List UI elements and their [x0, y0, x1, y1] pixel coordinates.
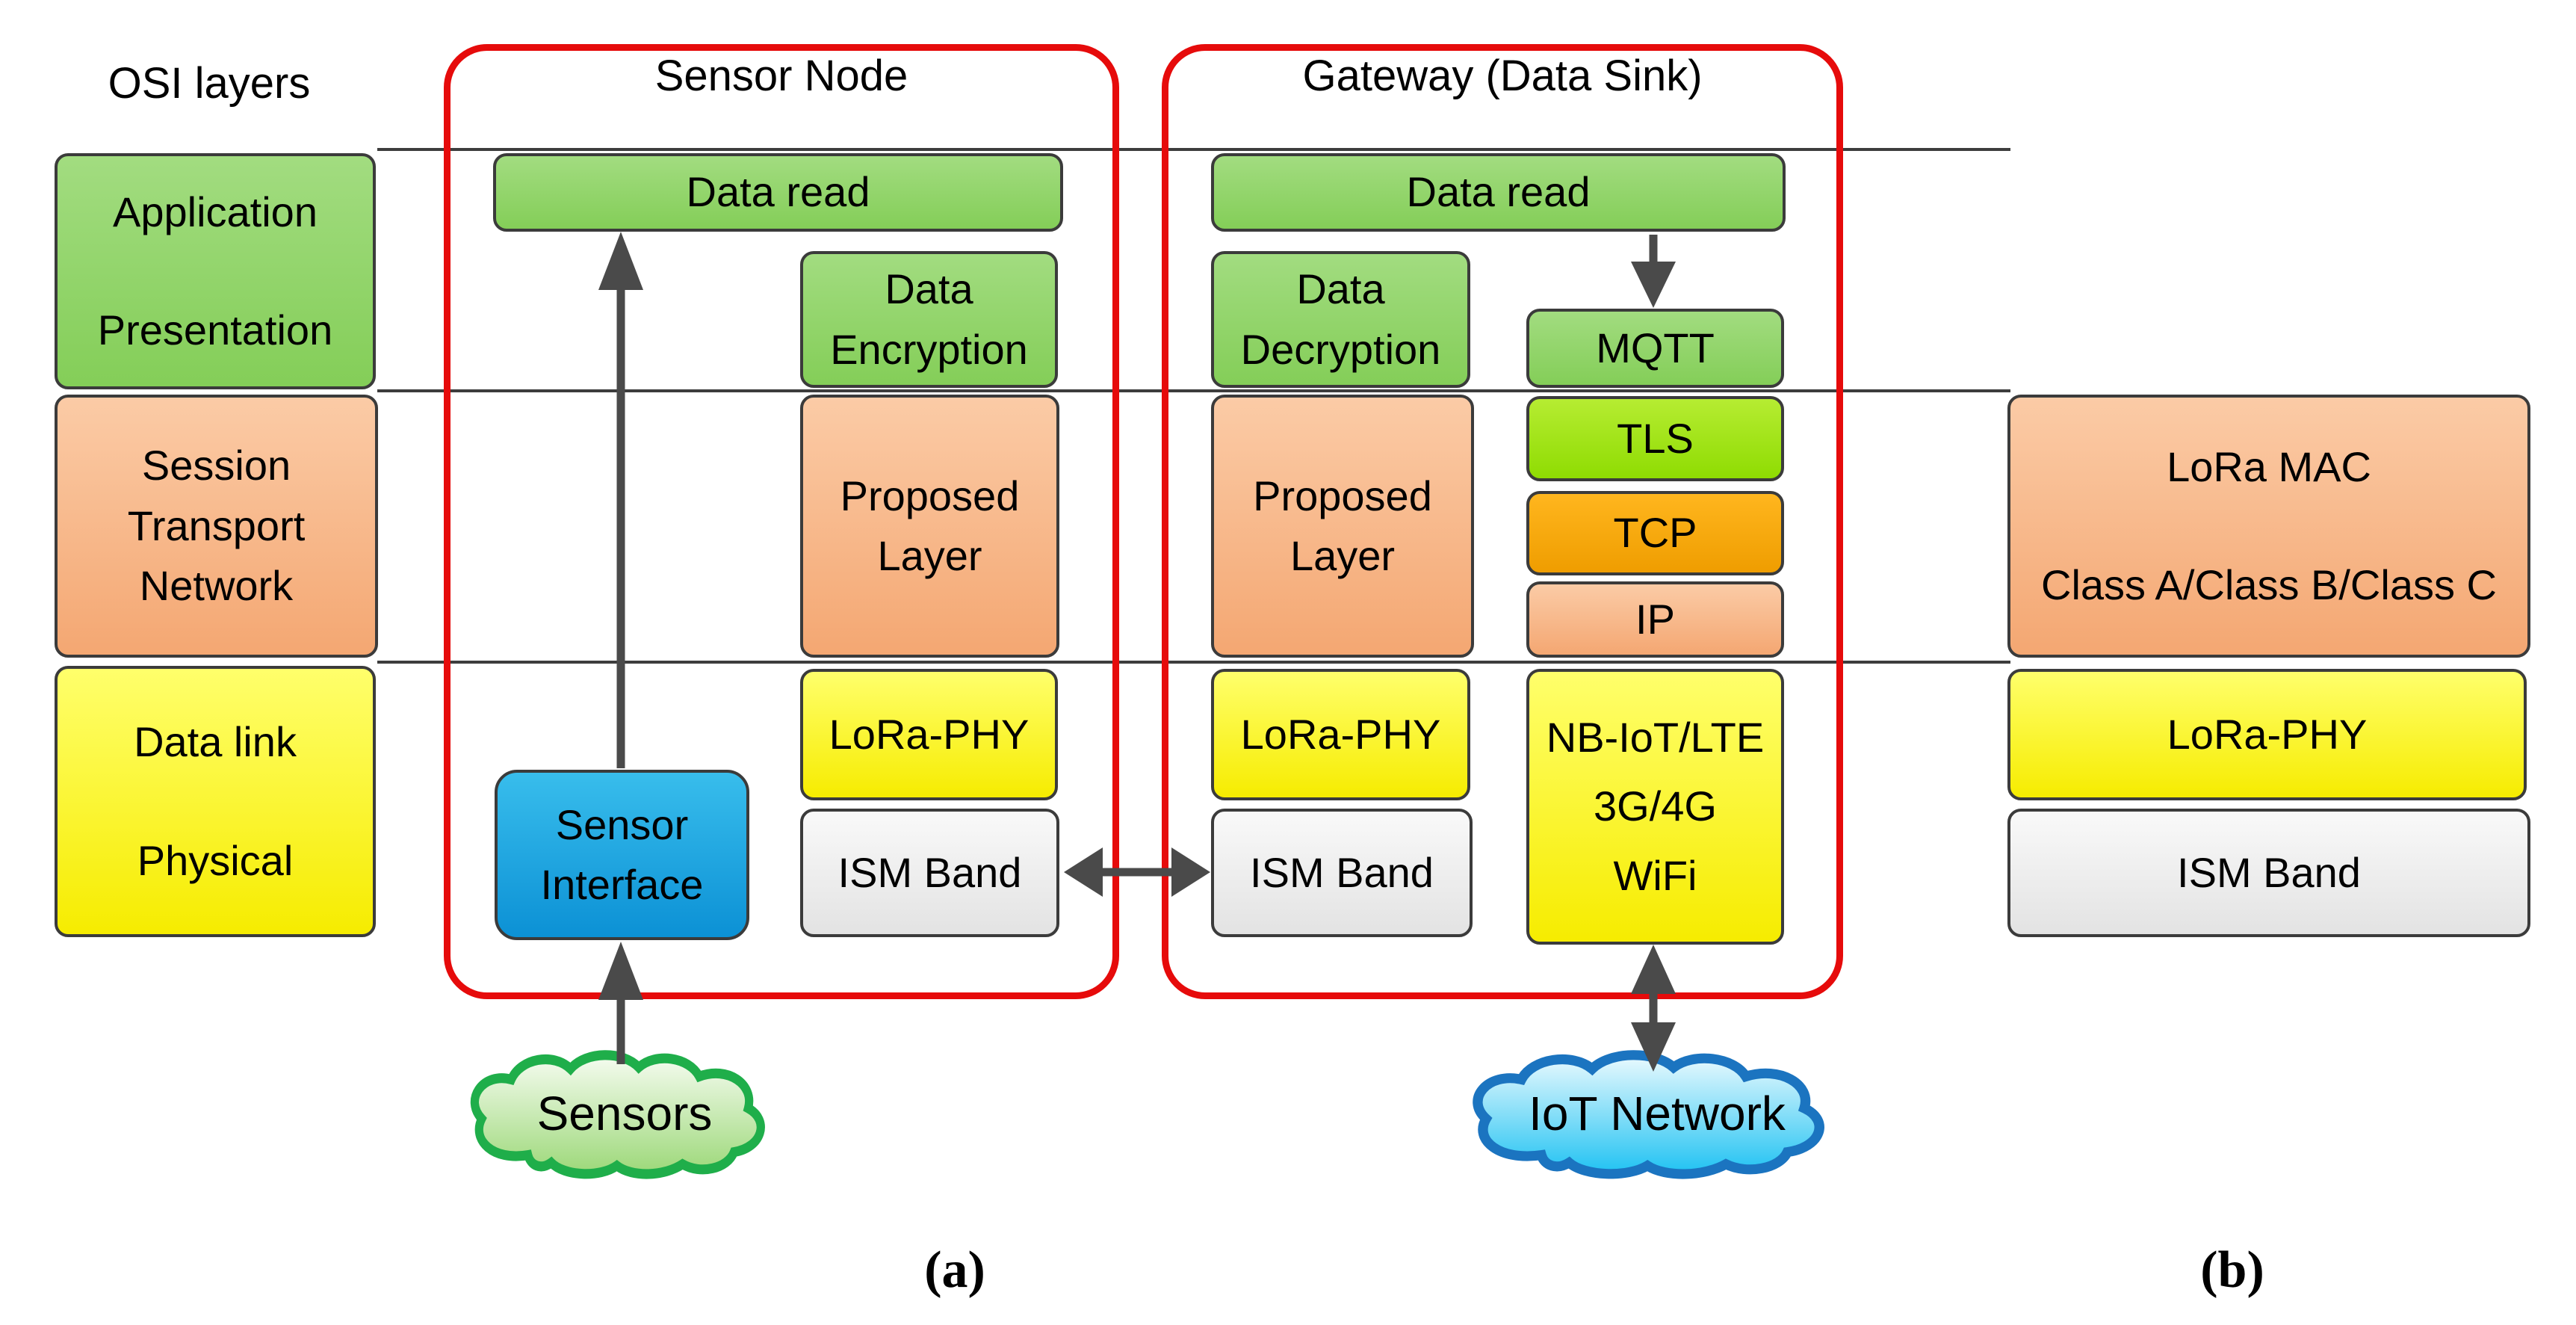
ip-box: IP [1526, 581, 1784, 658]
sensor-interface-line2: Interface [540, 861, 704, 908]
mqtt-label: MQTT [1596, 324, 1715, 371]
sensor-proposed-line2: Layer [877, 532, 982, 579]
page-title: OSI layers [108, 58, 311, 108]
gateway-title: Gateway (Data Sink) [1302, 51, 1703, 100]
wan-wifi-label: WiFi [1613, 851, 1697, 899]
sensor-ism-band-label: ISM Band [837, 848, 1022, 896]
lorawan-ism-band-label: ISM Band [2177, 848, 2361, 896]
sensor-interface-line1: Sensor [555, 800, 689, 848]
data-decryption-line2: Decryption [1240, 325, 1441, 373]
osi-session-label: Session [141, 442, 291, 489]
tcp-label: TCP [1613, 509, 1697, 557]
layer-divider-line-3 [377, 661, 2010, 664]
ip-label: IP [1635, 595, 1675, 643]
sensor-data-read-label: Data read [686, 168, 870, 216]
sensor-proposed-line1: Proposed [840, 472, 1020, 519]
gateway-wan-box: NB-IoT/LTE 3G/4G WiFi [1526, 669, 1784, 945]
osi-transport-label: Transport [127, 501, 306, 549]
osi-datalink-label: Data link [134, 718, 297, 766]
gateway-proposed-line2: Layer [1289, 532, 1396, 579]
gateway-ism-band-label: ISM Band [1250, 848, 1434, 896]
lora-mac-label: LoRa MAC [2167, 442, 2371, 490]
osi-presentation-label: Presentation [97, 306, 333, 353]
lora-mac-box: LoRa MAC Class A/Class B/Class C [2007, 395, 2530, 658]
data-encryption-line2: Encryption [830, 325, 1028, 373]
tls-label: TLS [1617, 414, 1694, 462]
sensor-interface-box: Sensor Interface [495, 770, 749, 940]
gateway-data-read-box: Data read [1211, 153, 1786, 232]
gateway-ism-band-box: ISM Band [1211, 809, 1473, 937]
gateway-proposed-line1: Proposed [1253, 472, 1432, 519]
osi-application-label: Application [113, 188, 318, 235]
caption-b: (b) [2200, 1241, 2264, 1299]
wan-3g4g-label: 3G/4G [1594, 782, 1717, 830]
caption-a: (a) [924, 1241, 985, 1299]
sensor-lora-phy-box: LoRa-PHY [800, 669, 1058, 800]
data-encryption-line1: Data [885, 265, 973, 313]
osi-network-label: Network [139, 562, 294, 610]
sensor-data-encryption-box: Data Encryption [800, 251, 1058, 388]
osi-network-box: Session Transport Network [55, 395, 378, 658]
mqtt-box: MQTT [1526, 309, 1784, 388]
sensor-data-read-box: Data read [493, 153, 1063, 232]
sensor-node-frame [444, 44, 1119, 999]
data-decryption-line1: Data [1296, 265, 1385, 313]
sensors-cloud-icon [470, 1050, 765, 1179]
lorawan-lora-phy-label: LoRa-PHY [2167, 710, 2368, 758]
osi-application-box: Application Presentation [55, 153, 376, 389]
sensor-node-title: Sensor Node [654, 51, 908, 100]
gateway-lora-phy-label: LoRa-PHY [1240, 710, 1441, 758]
layer-divider-line-2 [377, 389, 2010, 392]
gateway-lora-phy-box: LoRa-PHY [1211, 669, 1470, 800]
lorawan-lora-phy-box: LoRa-PHY [2007, 669, 2527, 800]
layer-divider-line-1 [377, 148, 2010, 151]
sensors-cloud-label: Sensors [536, 1087, 713, 1140]
sensor-ism-band-box: ISM Band [800, 809, 1059, 937]
iot-network-cloud-label: IoT Network [1529, 1087, 1786, 1140]
gateway-proposed-layer-box: Proposed Layer [1211, 395, 1474, 658]
gateway-data-decryption-box: Data Decryption [1211, 251, 1470, 388]
iot-network-cloud-icon [1473, 1050, 1824, 1179]
osi-physical-box: Data link Physical [55, 666, 376, 937]
osi-physical-label: Physical [137, 836, 294, 884]
lorawan-ism-band-box: ISM Band [2007, 809, 2530, 937]
sensor-proposed-layer-box: Proposed Layer [800, 395, 1059, 658]
sensor-lora-phy-label: LoRa-PHY [829, 710, 1030, 758]
wan-nbiot-lte-label: NB-IoT/LTE [1546, 713, 1765, 761]
lora-mac-classes-label: Class A/Class B/Class C [2041, 561, 2497, 608]
tls-box: TLS [1526, 396, 1784, 481]
gateway-data-read-label: Data read [1406, 168, 1591, 216]
tcp-box: TCP [1526, 491, 1784, 575]
gateway-frame [1162, 44, 1843, 999]
